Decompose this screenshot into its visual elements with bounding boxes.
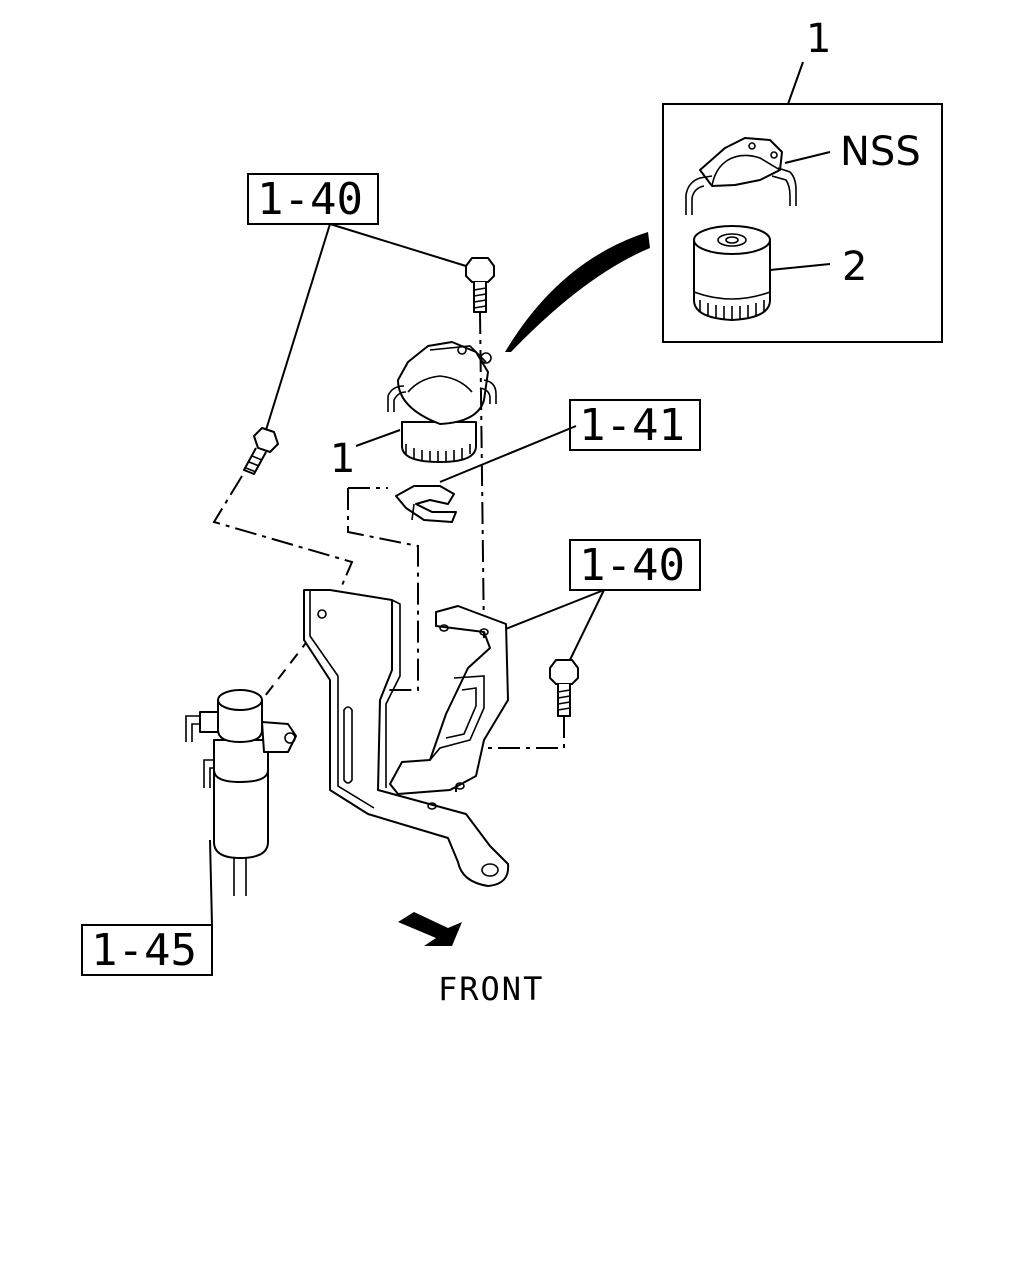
- front-label: FRONT: [438, 970, 544, 1008]
- inset-panel: 1 NSS 2: [662, 16, 943, 343]
- front-arrow-icon: [398, 912, 462, 946]
- fuel-filter-assembly: [387, 341, 497, 463]
- bolt-right: [549, 659, 579, 717]
- item-1-leader: [355, 429, 401, 447]
- callout-arrow: [505, 232, 650, 352]
- nss-label: NSS: [840, 129, 921, 175]
- item-2-label: 2: [842, 244, 867, 290]
- filter-cartridge-drawing: [693, 225, 771, 321]
- item-2-leader: [769, 263, 831, 271]
- inset-item-1-label: 1: [806, 16, 831, 62]
- filter-head-drawing: [685, 137, 797, 215]
- alignment-lines: [212, 311, 565, 792]
- mounting-bracket: [303, 589, 510, 887]
- nss-leader: [784, 151, 831, 164]
- ref-box-1-40-right: 1-40: [569, 539, 701, 591]
- ref-1-40-right-label: 1-40: [579, 540, 685, 591]
- ref-1-45-label: 1-45: [91, 925, 197, 976]
- clip: [395, 485, 457, 523]
- ref-1-40-top-label: 1-40: [257, 174, 363, 225]
- bolt-left: [243, 427, 279, 475]
- ref-box-1-45: 1-45: [81, 924, 213, 976]
- bolt-top: [465, 257, 495, 313]
- inset-leader: [787, 61, 804, 105]
- ref-box-1-40-top: 1-40: [247, 173, 379, 225]
- item-1-label: 1: [330, 436, 355, 482]
- ref-1-41-label: 1-41: [579, 400, 685, 451]
- leader-lines: [209, 223, 605, 926]
- ref-box-1-41: 1-41: [569, 399, 701, 451]
- water-separator: [185, 689, 297, 896]
